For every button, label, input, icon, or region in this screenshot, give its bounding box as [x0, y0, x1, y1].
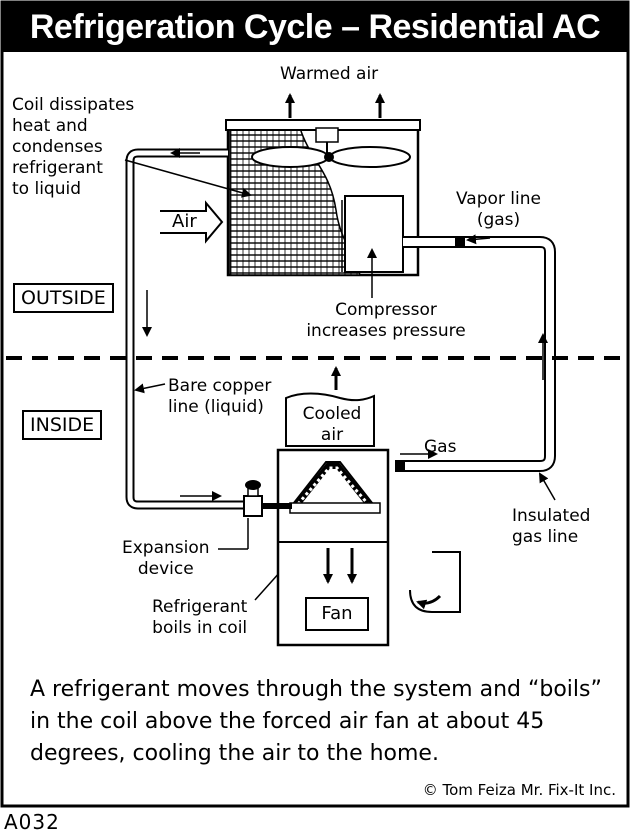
warmed-air-label: Warmed air: [280, 64, 379, 84]
cooled-air-block: [285, 392, 375, 447]
expansion-device-label: Expansion device: [122, 538, 210, 579]
vapor-line-label: Vapor line (gas): [456, 189, 541, 230]
page-title: Refrigeration Cycle – Residential AC: [2, 2, 628, 52]
caption: A refrigerant moves through the system a…: [30, 677, 602, 766]
bare-copper-label: Bare copper line (liquid): [168, 376, 272, 417]
cooled-air-label: Cooled air: [302, 404, 362, 445]
coil-dissipates-label: Coil dissipates heat and condenses refri…: [12, 95, 135, 199]
fan-blade-right: [329, 146, 411, 168]
outside-label: OUTSIDE: [13, 283, 114, 313]
air-label: Air: [172, 211, 197, 232]
indoor-unit: [276, 448, 461, 647]
fan-blade-left: [251, 146, 329, 168]
insulated-gas-line-label: Insulated gas line: [512, 506, 591, 547]
fan-label: Fan: [321, 603, 353, 624]
condenser-unit: [225, 119, 421, 277]
compressor: [344, 195, 404, 273]
expansion-device: [243, 480, 292, 517]
credit: © Tom Feiza Mr. Fix-It Inc.: [422, 781, 616, 799]
air-arrow: [160, 200, 224, 244]
figure-code: A032: [4, 810, 60, 834]
compressor-label: Compressor increases pressure: [306, 300, 466, 341]
inside-label: INSIDE: [22, 410, 103, 440]
gas-label: Gas: [424, 437, 457, 457]
fan-box: [305, 597, 369, 631]
refrigerant-boils-label: Refrigerant boils in coil: [152, 597, 248, 638]
